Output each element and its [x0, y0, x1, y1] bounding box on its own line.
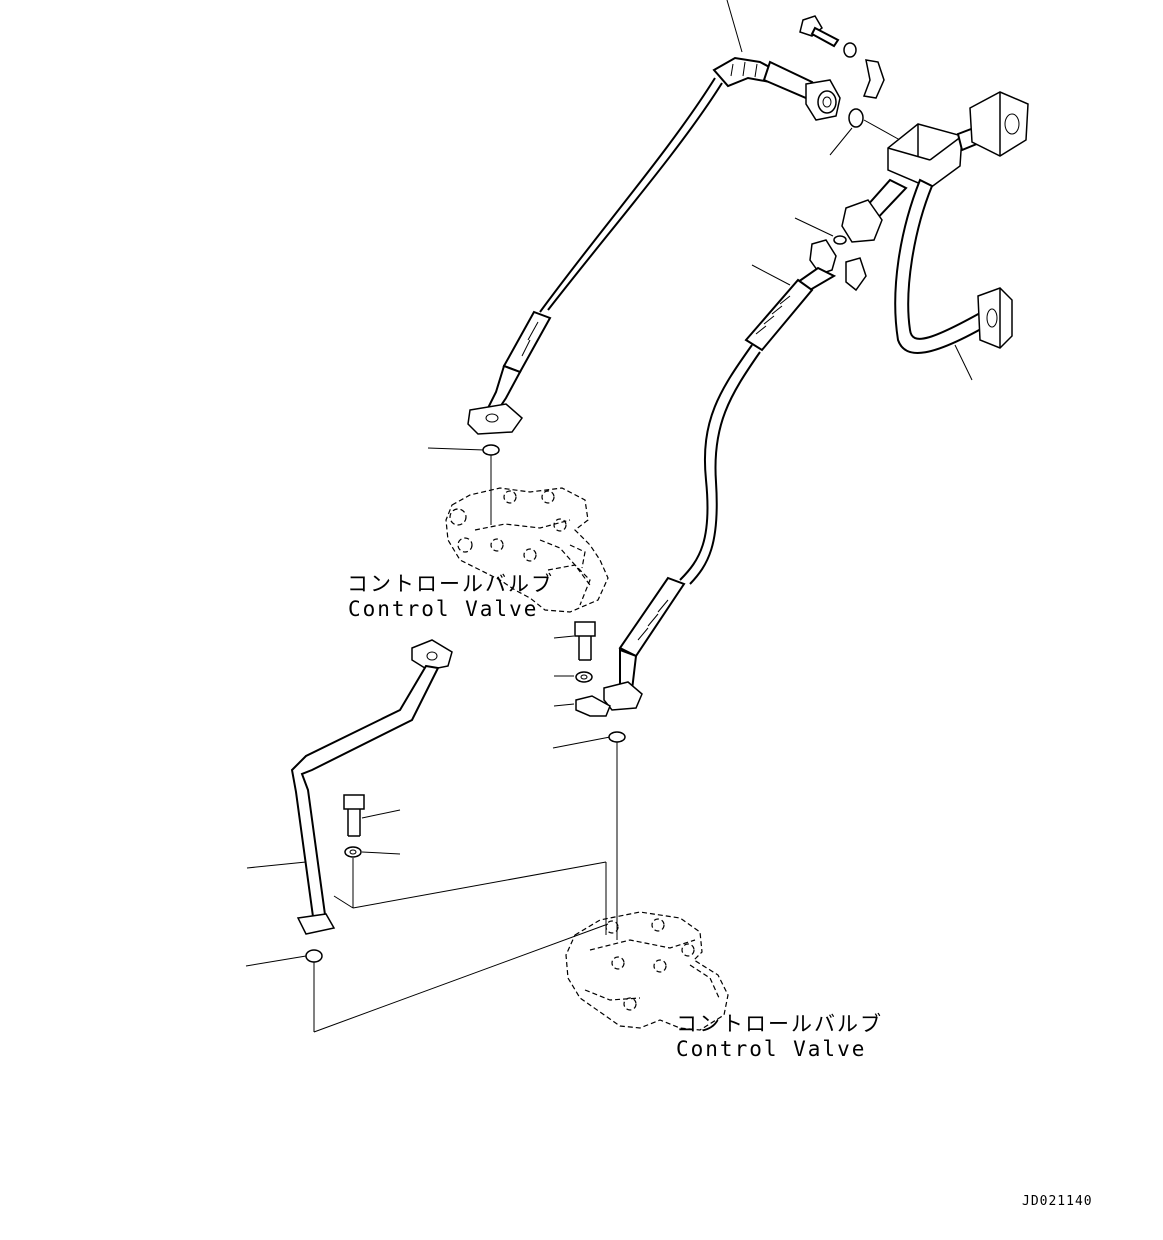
lower-control-valve [565, 911, 729, 1031]
upper-valve-label-en: Control Valve [348, 597, 539, 621]
o-ring-upper-valve [427, 444, 500, 525]
upper-control-valve [445, 487, 609, 613]
lower-left-bolt-set [333, 794, 401, 909]
upper-left-hose [467, 0, 841, 435]
right-manifold-pipe [794, 15, 1029, 381]
lower-valve-label-en: Control Valve [676, 1037, 867, 1061]
upper-valve-label-jp: コントロールバルブ [347, 572, 554, 596]
lower-valve-label-jp: コントロールバルブ [676, 1012, 883, 1036]
center-hose [603, 239, 867, 711]
lower-left-pipe [246, 639, 453, 935]
lower-left-o-ring [245, 861, 609, 1033]
center-bolt-set [553, 621, 611, 717]
o-ring-lower-valve [552, 731, 626, 940]
drawing-code: JD021140 [1022, 1194, 1093, 1209]
